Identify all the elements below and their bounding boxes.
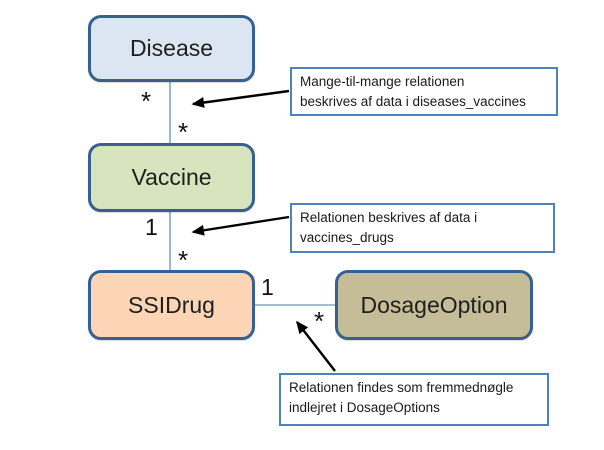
cardinality-vaccine-ssidrug-lower: * <box>178 245 189 275</box>
annotation-line: Mange-til-mange relationen <box>300 74 465 89</box>
annotation-line: indlejret i DosageOptions <box>289 400 440 415</box>
annotation-line: beskrives af data i diseases_vaccines <box>300 94 526 109</box>
annotation-diseases-vaccines: Mange-til-mange relationen beskrives af … <box>290 67 558 116</box>
entity-ssidrug-label: SSIDrug <box>128 291 215 318</box>
annotation-arrow-dosageoptions <box>296 320 336 372</box>
annotation-arrow-vaccines-drugs <box>191 215 290 236</box>
annotation-arrow-diseases-vaccines <box>191 89 290 108</box>
cardinality-ssidrug-dosage-left: 1 <box>261 274 274 300</box>
annotation-line: Relationen findes som fremmednøgle <box>289 380 514 395</box>
annotation-vaccines-drugs: Relationen beskrives af data i vaccines_… <box>290 203 555 253</box>
annotation-dosageoptions: Relationen findes som fremmednøgle indle… <box>279 373 549 426</box>
entity-vaccine-label: Vaccine <box>131 164 212 190</box>
entity-disease: Disease <box>88 15 255 82</box>
entity-dosageoption-label: DosageOption <box>360 291 508 318</box>
cardinality-ssidrug-dosage-right: * <box>314 306 325 336</box>
annotation-line: vaccines_drugs <box>300 230 394 245</box>
entity-ssidrug: SSIDrug <box>88 270 255 340</box>
entity-dosageoption: DosageOption <box>335 270 533 340</box>
annotation-line: Relationen beskrives af data i <box>300 210 478 225</box>
cardinality-vaccine-ssidrug-upper: 1 <box>145 214 158 240</box>
cardinality-disease-vaccine-upper: * <box>141 86 152 116</box>
entity-disease-label: Disease <box>129 35 214 61</box>
entity-vaccine: Vaccine <box>88 143 255 212</box>
cardinality-disease-vaccine-lower: * <box>178 117 189 147</box>
